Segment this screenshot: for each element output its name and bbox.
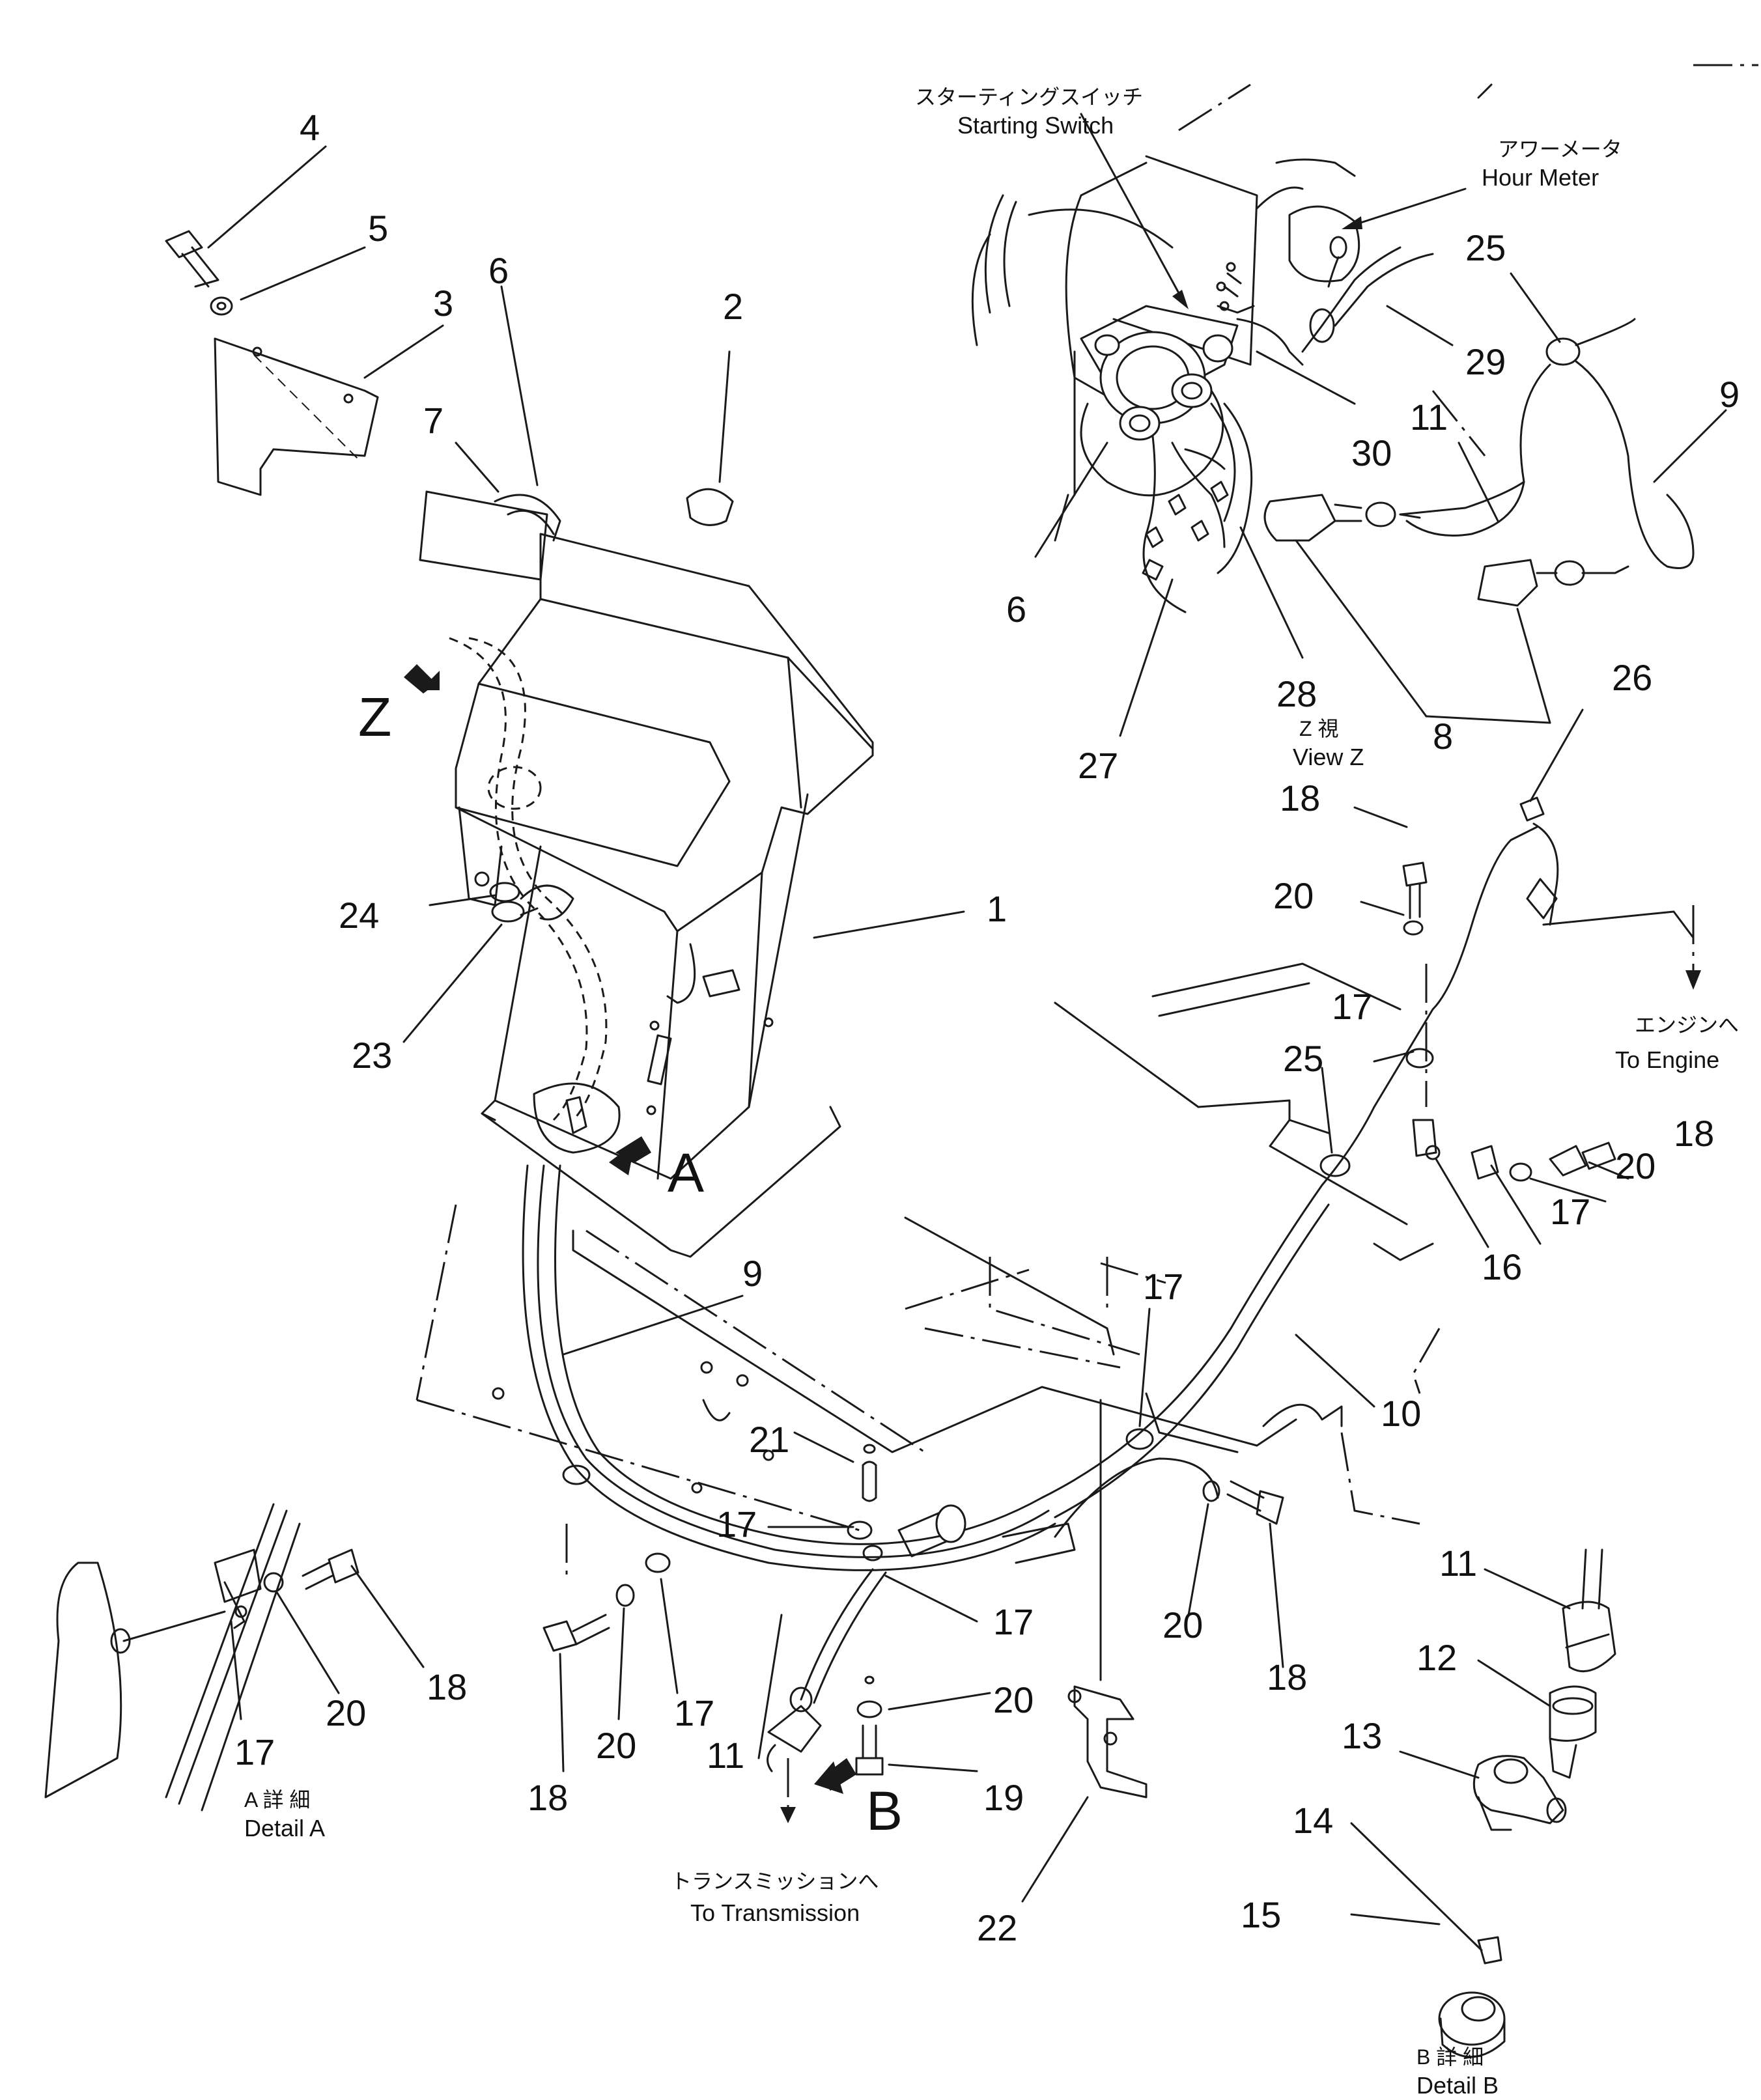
- callout-18-mid: 18: [1267, 1657, 1307, 1698]
- callout-24: 24: [339, 895, 379, 936]
- callout-23: 23: [352, 1035, 392, 1076]
- view-z-jp-label: Z 視: [1299, 717, 1338, 740]
- callout-1: 1: [987, 888, 1007, 929]
- hour-meter-en-label: Hour Meter: [1482, 164, 1599, 191]
- callout-9-main: 9: [742, 1253, 763, 1294]
- callouts: 4 5 3 6 7 2 1 24 23 9 21 17 17 17 11 18 …: [234, 107, 1740, 1948]
- callout-17-left-bottom: 17: [674, 1692, 714, 1733]
- callout-11-b: 11: [1439, 1543, 1477, 1584]
- to-engine-jp-label: エンジンへ: [1635, 1013, 1739, 1037]
- callout-25-top: 25: [1465, 227, 1506, 268]
- callout-5: 5: [368, 208, 388, 249]
- callout-20-b: 20: [993, 1679, 1034, 1720]
- callout-6-z: 6: [1006, 589, 1026, 630]
- callout-20-right: 20: [1615, 1145, 1655, 1186]
- dash-column-assembly: [165, 230, 874, 1258]
- callout-16: 16: [1482, 1246, 1522, 1287]
- clamp-23-24: [489, 882, 574, 923]
- callout-20-right-top: 20: [1273, 875, 1314, 916]
- callout-17-detail-a: 17: [234, 1731, 275, 1772]
- starting-switch-en-label: Starting Switch: [957, 112, 1114, 139]
- callout-2: 2: [723, 286, 743, 327]
- view-z-letter: Z: [358, 686, 391, 748]
- transmission-connector: [767, 1687, 856, 1823]
- callout-17-upper: 17: [1143, 1266, 1183, 1307]
- detail-a-jp-label: A 詳 細: [244, 1788, 310, 1812]
- callout-17-right-clip: 17: [1550, 1191, 1590, 1232]
- callout-22: 22: [977, 1907, 1017, 1948]
- callout-27: 27: [1078, 745, 1118, 786]
- callout-18-right-top: 18: [1280, 777, 1320, 819]
- view-a-letter: A: [668, 1142, 704, 1203]
- callout-21: 21: [749, 1419, 789, 1460]
- detail-a-en-label: Detail A: [244, 1815, 325, 1841]
- leader-lines: [207, 145, 1727, 1952]
- to-transmission-jp-label: トランスミッションへ: [671, 1869, 879, 1893]
- callout-28: 28: [1276, 673, 1317, 714]
- callout-25-mid: 25: [1283, 1038, 1323, 1079]
- callout-10: 10: [1381, 1393, 1421, 1434]
- callout-13: 13: [1342, 1715, 1382, 1756]
- callout-20-mid: 20: [1162, 1604, 1203, 1645]
- callout-4: 4: [300, 107, 320, 148]
- detail-b-en-label: Detail B: [1416, 2072, 1499, 2099]
- callout-14: 14: [1293, 1800, 1333, 1841]
- harness-cables: [522, 796, 1559, 1704]
- starting-switch-jp-label: スターティングスイッチ: [915, 85, 1143, 109]
- callout-17-center: 17: [716, 1504, 757, 1545]
- view-b-letter: B: [866, 1780, 903, 1841]
- view-z-en-label: View Z: [1293, 744, 1364, 770]
- callout-19: 19: [983, 1777, 1024, 1818]
- callout-18-bottom: 18: [528, 1777, 568, 1818]
- callout-18-right: 18: [1674, 1113, 1714, 1154]
- view-z-illustration: [971, 64, 1758, 990]
- detail-a-illustration: [44, 1503, 359, 1812]
- callout-30: 30: [1351, 432, 1392, 473]
- callout-17-lower: 17: [993, 1601, 1034, 1642]
- hardware: [542, 861, 1616, 1776]
- hour-meter-jp-label: アワーメータ: [1498, 137, 1622, 161]
- callout-7: 7: [423, 400, 444, 441]
- callout-6-main: 6: [488, 250, 509, 291]
- callout-11-bottom: 11: [707, 1735, 744, 1776]
- callout-29: 29: [1465, 341, 1506, 382]
- caption-labels: スターティングスイッチ Starting Switch アワーメータ Hour …: [244, 85, 1739, 2099]
- callout-3: 3: [433, 283, 453, 324]
- callout-11-z: 11: [1410, 397, 1448, 438]
- detail-b-jp-label: B 詳 細: [1416, 2045, 1484, 2069]
- callout-9-right: 9: [1719, 374, 1740, 415]
- bracket-22: [1067, 1399, 1148, 1799]
- callout-20-bottom: 20: [596, 1725, 636, 1766]
- to-engine-en-label: To Engine: [1615, 1046, 1719, 1073]
- callout-18-detail-a: 18: [427, 1666, 467, 1707]
- view-z-arrow: [404, 664, 440, 693]
- to-transmission-en-label: To Transmission: [690, 1899, 860, 1926]
- callout-17-right: 17: [1332, 986, 1372, 1027]
- callout-8: 8: [1433, 716, 1453, 757]
- callout-26: 26: [1612, 657, 1652, 698]
- detail-b-illustration: [1438, 1548, 1616, 2058]
- callout-20-detail-a: 20: [326, 1692, 366, 1733]
- callout-15: 15: [1241, 1894, 1281, 1935]
- floor-frame: [416, 962, 1441, 1576]
- callout-12: 12: [1416, 1637, 1457, 1678]
- view-a-arrow: [609, 1136, 651, 1175]
